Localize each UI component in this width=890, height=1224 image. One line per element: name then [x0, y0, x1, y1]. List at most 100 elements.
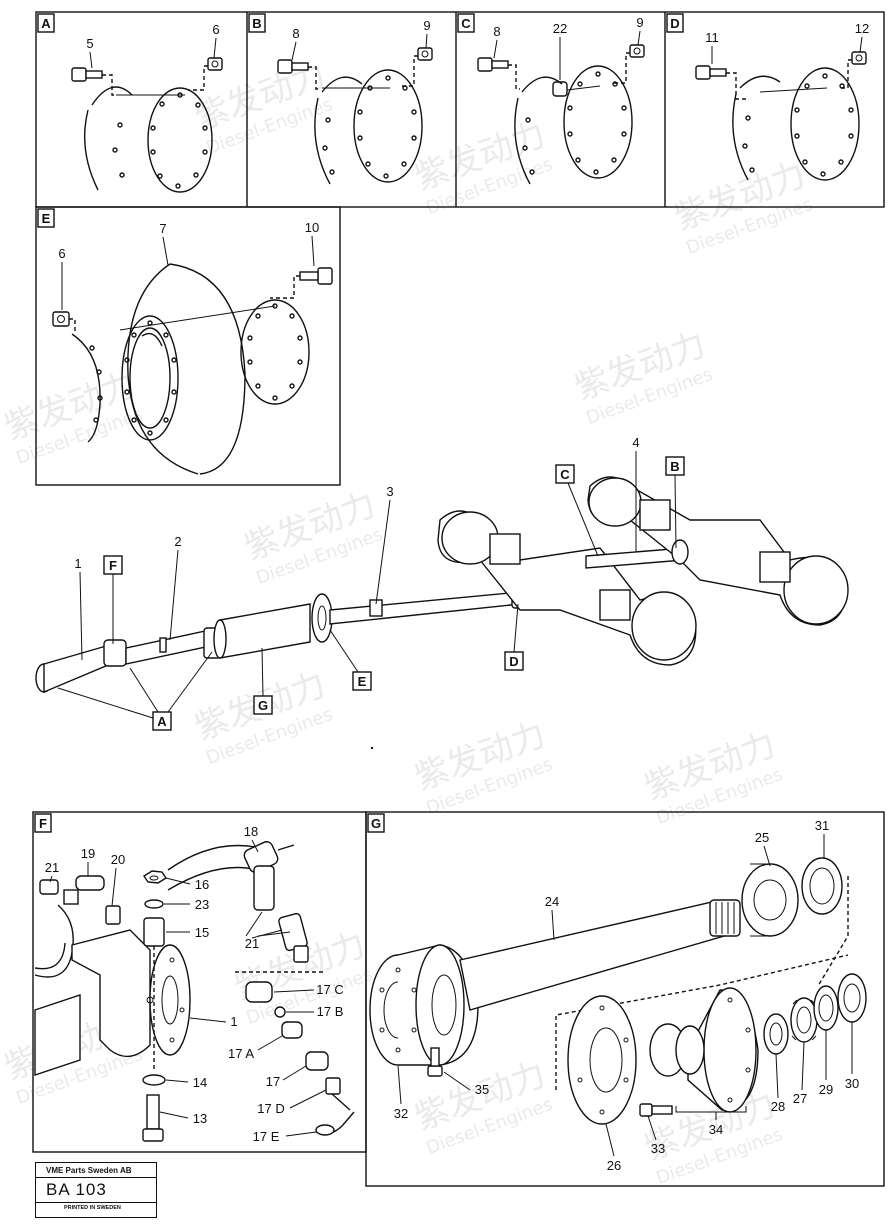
rear-axle-rear [587, 476, 849, 626]
part-label-11: 11 [705, 30, 719, 45]
panel-d-letter: D [670, 16, 679, 31]
nut-icon [207, 57, 223, 71]
part-17c [245, 981, 273, 1003]
yoke-housing [34, 929, 191, 1076]
part-label-1f: 1 [230, 1014, 237, 1029]
part-label-6: 6 [212, 22, 219, 37]
part-label-17e: 17 E [253, 1129, 280, 1144]
svg-text:E: E [358, 674, 367, 689]
panel-e-tag [37, 208, 55, 228]
part-label-28: 28 [771, 1099, 785, 1114]
part-label-9c: 9 [636, 15, 643, 30]
bolt-icon [71, 67, 103, 82]
nut-29 [813, 985, 839, 1031]
svg-text:D: D [509, 654, 518, 669]
part-label-22: 22 [553, 21, 567, 36]
panel-g-frame [365, 811, 885, 1187]
panel-f: F [32, 811, 367, 1153]
part-label-1: 1 [74, 556, 81, 571]
part-label-17: 17 [266, 1074, 280, 1089]
seal-31 [801, 857, 843, 915]
nut-16 [143, 870, 167, 884]
long-shaft [329, 587, 527, 625]
bolt-35 [427, 1047, 443, 1077]
ball-17b [274, 1006, 286, 1018]
nut-icon [629, 44, 645, 58]
flange-right [563, 65, 633, 179]
part-label-12: 12 [855, 21, 869, 36]
part-label-35: 35 [475, 1082, 489, 1097]
washer-23 [144, 899, 164, 909]
panel-c-letter: C [461, 16, 471, 31]
part-label-21b: 21 [245, 936, 259, 951]
callout-d: D [504, 603, 524, 671]
bolt-33 [639, 1103, 673, 1117]
footer-code: BA 103 [36, 1178, 156, 1203]
part-label-13: 13 [193, 1111, 207, 1126]
part-label-7: 7 [159, 221, 166, 236]
panel-a-tag [37, 13, 55, 33]
part-17a [281, 1021, 303, 1039]
grease-nipple-20 [105, 905, 121, 925]
nut-icon [52, 311, 70, 327]
washer-14 [142, 1074, 166, 1086]
part-label-14: 14 [193, 1075, 207, 1090]
callout-b: B [665, 456, 685, 549]
svg-text:B: B [670, 459, 679, 474]
part-label-32: 32 [394, 1106, 408, 1121]
svg-text:F: F [109, 558, 117, 573]
bushing-15 [143, 917, 165, 947]
panel-g-tag [367, 813, 385, 833]
sleeve-icon [552, 81, 568, 97]
part-label-17b: 17 B [317, 1004, 344, 1019]
part-label-5: 5 [86, 36, 93, 51]
intermediate-shaft [203, 593, 333, 659]
pin-21 [278, 912, 309, 963]
callout-g: G [253, 647, 273, 715]
bolt-icon [277, 59, 309, 74]
spline-end [709, 899, 741, 937]
companion-flange [369, 944, 479, 1066]
part-label-26: 26 [607, 1158, 621, 1173]
part-label-29: 29 [819, 1082, 833, 1097]
flange-right [240, 299, 310, 405]
part-label-17a: 17 A [228, 1046, 254, 1061]
panel-g-letter: G [371, 816, 381, 831]
panel-b: B 8 9 [248, 13, 433, 185]
part-17d [325, 1077, 341, 1095]
callout-e: E [329, 629, 372, 691]
part-label-31: 31 [815, 818, 829, 833]
part-label-34: 34 [709, 1122, 723, 1137]
panel-d-tag [666, 13, 684, 33]
panel-a: A 5 6 [37, 13, 223, 193]
propeller-shaft [35, 629, 211, 694]
part-label-10: 10 [305, 220, 319, 235]
callout-c: C [555, 464, 599, 557]
washer-28 [763, 1013, 789, 1055]
footer-printed: PRINTED IN SWEDEN [64, 1205, 121, 1211]
hub-flange [675, 987, 759, 1113]
main-shaft [459, 901, 725, 1011]
part-label-15: 15 [195, 925, 209, 940]
panel-e-letter: E [42, 211, 51, 226]
top-row-frame [35, 11, 885, 208]
panel-e: E 7 10 6 [35, 206, 341, 486]
part-label-33: 33 [651, 1141, 665, 1156]
flange-26 [567, 995, 637, 1125]
flange-right [353, 69, 423, 183]
part-label-6e: 6 [58, 246, 65, 261]
part-label-24: 24 [545, 894, 559, 909]
part-label-9: 9 [423, 18, 430, 33]
seal-30 [837, 973, 867, 1023]
footer-company: VME Parts Sweden AB [36, 1163, 156, 1178]
flange-right [147, 87, 213, 193]
callout-f: F [103, 555, 123, 644]
part-label-19: 19 [81, 846, 95, 861]
svg-text:G: G [258, 698, 268, 713]
panel-b-letter: B [252, 16, 261, 31]
bolt-13 [142, 1094, 164, 1142]
part-17 [305, 1051, 329, 1071]
panel-c: C 8 22 9 [457, 13, 645, 185]
flange-left [84, 86, 133, 191]
brake-disc [121, 263, 246, 475]
